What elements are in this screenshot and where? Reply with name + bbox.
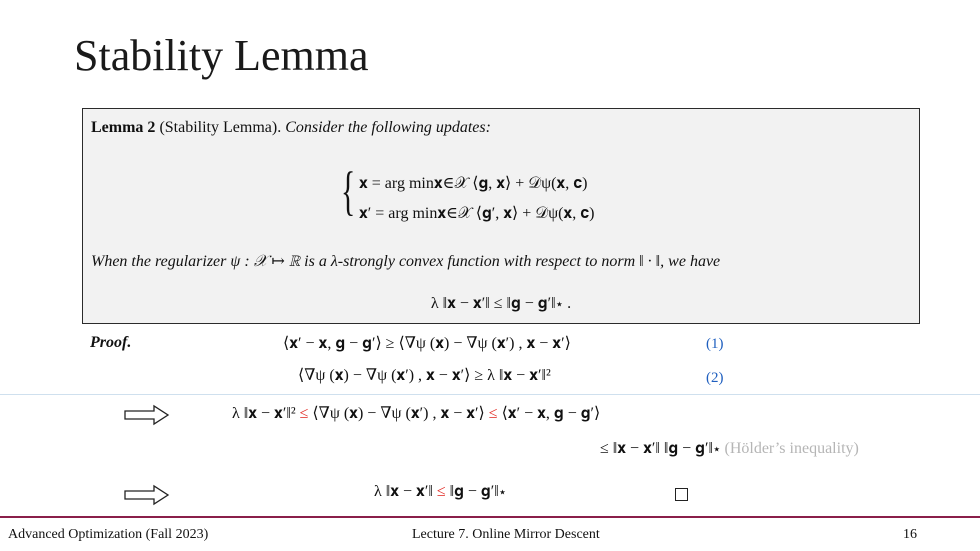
footer-course: Advanced Optimization (Fall 2023) xyxy=(8,527,209,542)
derivation-step-2: ≤ ‖𝐱 − 𝐱′‖ ‖𝐠 − 𝐠′‖⋆ (Hölder’s inequalit… xyxy=(600,440,859,458)
lemma-name: (Stability Lemma). xyxy=(159,119,282,136)
step1-le-1: ≤ xyxy=(299,405,309,422)
qed-box-icon xyxy=(675,488,688,501)
left-brace: { xyxy=(341,161,356,221)
footer-rule xyxy=(0,516,980,518)
step1-rhs: ⟨𝐱′ − 𝐱, 𝐠 − 𝐠′⟩ xyxy=(501,405,601,422)
step1-middle: ⟨∇ψ (𝐱) − ∇ψ (𝐱′) , 𝐱 − 𝐱′⟩ xyxy=(312,405,485,422)
equation-tag-1: (1) xyxy=(706,336,724,352)
final-rhs: ‖𝐠 − 𝐠′‖⋆ xyxy=(449,483,507,500)
proof-label: Proof. xyxy=(90,334,132,351)
section-divider xyxy=(0,394,980,395)
update-x-prime: 𝐱′ = arg min𝐱∈𝒳 ⟨𝐠′, 𝐱⟩ + 𝒟ψ(𝐱, 𝐜) xyxy=(359,205,595,222)
lemma-condition: When the regularizer ψ : 𝒳 ↦ ℝ is a λ-st… xyxy=(91,253,721,270)
final-le: ≤ xyxy=(436,483,446,500)
lemma-box: Lemma 2 (Stability Lemma). Consider the … xyxy=(82,108,920,324)
lemma-label: Lemma 2 xyxy=(91,119,156,136)
update-x: 𝐱 = arg min𝐱∈𝒳 ⟨𝐠, 𝐱⟩ + 𝒟ψ(𝐱, 𝐜) xyxy=(359,175,588,192)
step2-expression: ≤ ‖𝐱 − 𝐱′‖ ‖𝐠 − 𝐠′‖⋆ xyxy=(600,440,721,457)
update-cases: { 𝐱 = arg min𝐱∈𝒳 ⟨𝐠, 𝐱⟩ + 𝒟ψ(𝐱, 𝐜) 𝐱′ = … xyxy=(341,161,681,229)
derivation-step-1: λ ‖𝐱 − 𝐱′‖² ≤ ⟨∇ψ (𝐱) − ∇ψ (𝐱′) , 𝐱 − 𝐱′… xyxy=(232,403,600,423)
slide-title: Stability Lemma xyxy=(74,31,369,80)
lemma-result: λ ‖𝐱 − 𝐱′‖ ≤ ‖𝐠 − 𝐠′‖⋆ . xyxy=(430,295,572,312)
footer-lecture: Lecture 7. Online Mirror Descent xyxy=(412,527,600,542)
step1-lhs: λ ‖𝐱 − 𝐱′‖² xyxy=(232,405,296,422)
implies-arrow-icon xyxy=(124,404,170,426)
equation-tag-2: (2) xyxy=(706,370,724,386)
proof-equation-1: ⟨𝐱′ − 𝐱, 𝐠 − 𝐠′⟩ ≥ ⟨∇ψ (𝐱) − ∇ψ (𝐱′) , 𝐱… xyxy=(283,335,571,352)
proof-equation-2: ⟨∇ψ (𝐱) − ∇ψ (𝐱′) , 𝐱 − 𝐱′⟩ ≥ λ ‖𝐱 − 𝐱′‖… xyxy=(298,367,551,384)
footer-page-number: 16 xyxy=(903,527,917,542)
lemma-heading: Lemma 2 (Stability Lemma). Consider the … xyxy=(91,119,491,137)
implies-arrow-icon xyxy=(124,484,170,506)
holder-note: (Hölder’s inequality) xyxy=(724,440,859,457)
final-inequality: λ ‖𝐱 − 𝐱′‖ ≤ ‖𝐠 − 𝐠′‖⋆ xyxy=(374,483,506,501)
lemma-intro: Consider the following updates: xyxy=(285,119,491,136)
final-lhs: λ ‖𝐱 − 𝐱′‖ xyxy=(374,483,433,500)
step1-le-2: ≤ xyxy=(488,405,498,422)
